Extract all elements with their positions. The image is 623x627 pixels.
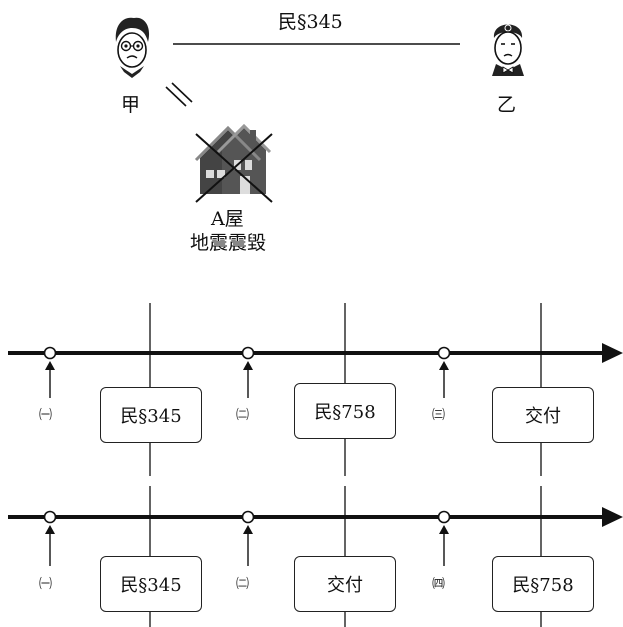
event-box: 交付: [492, 387, 594, 443]
event-box: 民§345: [100, 387, 202, 443]
person-a-icon: [116, 18, 149, 78]
relation-label: 民§345: [278, 7, 343, 34]
marker-label: ㈠: [39, 404, 52, 423]
marker-label: ㈡: [236, 573, 249, 592]
house-status-label: 地震震毀: [190, 228, 266, 255]
event-box: 民§758: [294, 383, 396, 439]
house-icon: [196, 126, 270, 194]
marker-label: ㈡: [236, 404, 249, 423]
double-line-mark: [166, 83, 192, 106]
event-box: 交付: [294, 556, 396, 612]
house-label: A屋: [211, 204, 244, 231]
marker-label: ㈣: [432, 573, 445, 592]
marker-label: ㈠: [39, 573, 52, 592]
person-a-label: 甲: [121, 90, 140, 117]
event-box: 民§758: [492, 556, 594, 612]
marker-label: ㈢: [432, 404, 445, 423]
person-b-label: 乙: [497, 90, 516, 117]
person-b-icon: [492, 25, 524, 77]
event-box: 民§345: [100, 556, 202, 612]
